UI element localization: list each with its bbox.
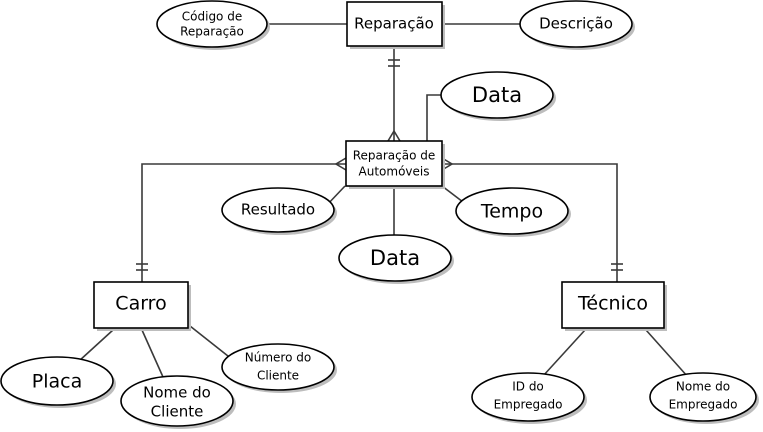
entity-reparacao-automoveis-label-2: Automóveis [359, 165, 430, 179]
attr-placa-label: Placa [32, 371, 82, 393]
crowfoot-mark [387, 129, 401, 142]
attr-resultado-label: Resultado [241, 201, 315, 219]
attr-descricao[interactable]: Descrição [519, 0, 635, 50]
attr-resultado[interactable]: Resultado [221, 187, 337, 235]
attr-placa[interactable]: Placa [0, 356, 116, 408]
entity-tecnico-label: Técnico [577, 293, 648, 315]
attr-data-top-label: Data [472, 83, 522, 107]
attr-numero-cliente-label-1: Número do [245, 351, 311, 365]
crowfoot-mark [441, 157, 454, 171]
attr-tempo[interactable]: Tempo [455, 187, 571, 237]
entity-reparacao[interactable]: Reparação [346, 1, 445, 49]
entity-reparacao-label: Reparação [354, 15, 434, 33]
attr-nome-empregado[interactable]: Nome do Empregado [649, 372, 759, 424]
attr-data-mid[interactable]: Data [338, 234, 454, 284]
line-tempo [441, 185, 464, 203]
line-placa [78, 329, 114, 362]
line-tecnico-relation [442, 163, 618, 282]
attr-data-mid-label: Data [370, 246, 420, 270]
attr-nome-empregado-label-1: Nome do [676, 380, 730, 394]
attr-nome-empregado-label-2: Empregado [669, 398, 738, 412]
crowfoot-mark [334, 157, 347, 171]
attr-codigo-reparacao[interactable]: Código de Reparação [156, 0, 270, 50]
entity-reparacao-automoveis[interactable]: Reparação de Automóveis [345, 140, 445, 189]
entity-carro[interactable]: Carro [93, 281, 191, 331]
entity-reparacao-automoveis-label-1: Reparação de [353, 149, 436, 163]
attr-numero-cliente-label-2: Cliente [257, 369, 299, 383]
entity-carro-label: Carro [115, 293, 166, 315]
line-nome-cliente [141, 329, 164, 378]
attr-id-empregado-label-1: ID do [512, 380, 544, 394]
attr-numero-cliente[interactable]: Número do Cliente [221, 343, 337, 393]
attr-nome-cliente-label-2: Cliente [151, 403, 204, 421]
attr-codigo-reparacao-label-2: Reparação [180, 25, 244, 39]
line-numero-cliente [189, 325, 234, 361]
attr-nome-cliente[interactable]: Nome do Cliente [120, 375, 236, 429]
line-data-top [426, 94, 444, 141]
line-nome-empregado [645, 329, 689, 378]
attr-descricao-label: Descrição [539, 15, 613, 33]
attr-codigo-reparacao-label-1: Código de [182, 10, 242, 24]
attr-id-empregado[interactable]: ID do Empregado [471, 372, 587, 424]
attr-nome-cliente-label-1: Nome do [143, 384, 211, 402]
connectors [78, 23, 689, 378]
attr-id-empregado-label-2: Empregado [494, 398, 563, 412]
entity-tecnico[interactable]: Técnico [561, 281, 667, 331]
line-id-empregado [542, 329, 586, 377]
line-carro-relation [141, 163, 346, 282]
attr-tempo-label: Tempo [480, 201, 543, 223]
attr-data-top[interactable]: Data [440, 71, 556, 121]
